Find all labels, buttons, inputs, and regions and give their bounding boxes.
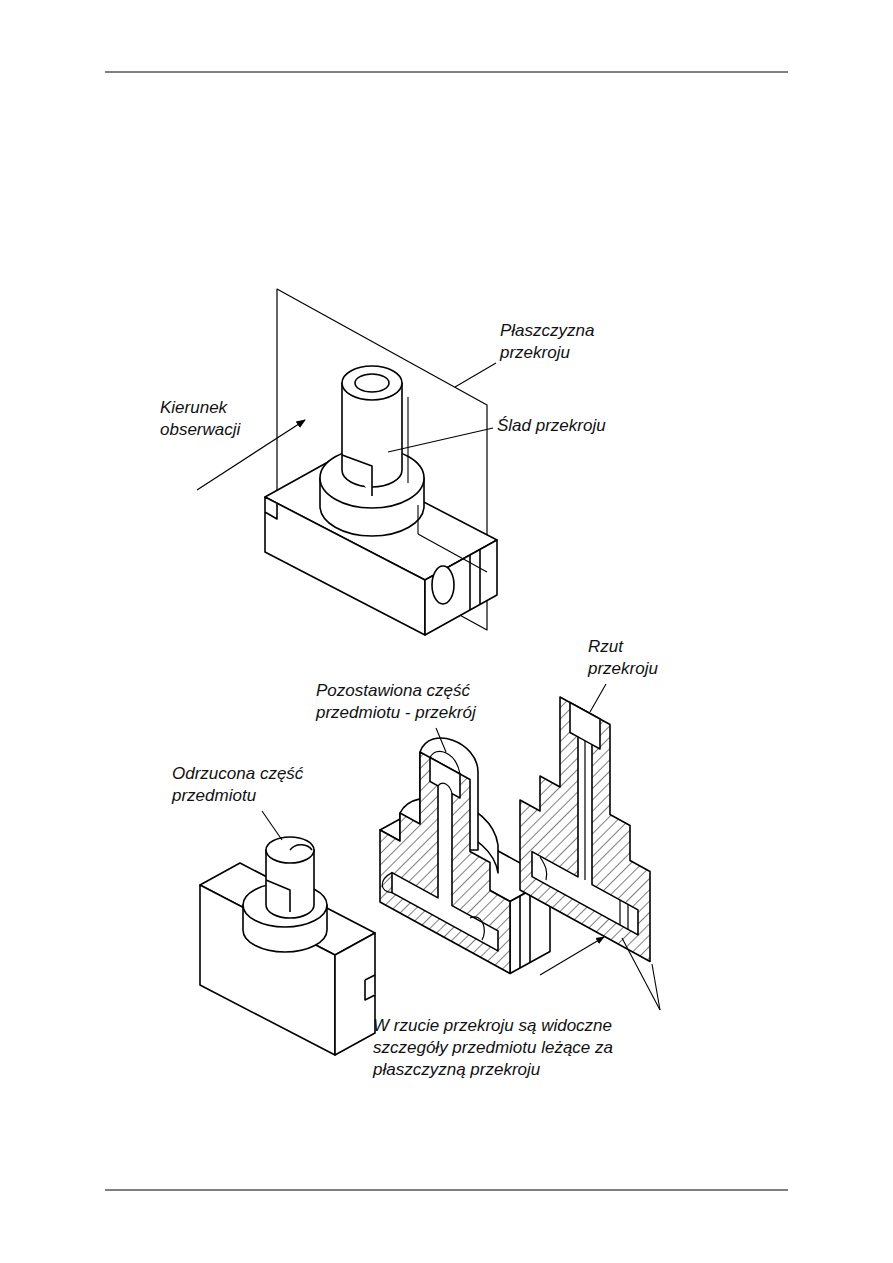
annotation-label: Odrzucona część przedmiotu — [172, 763, 312, 807]
annotation-label: Ślad przekroju — [497, 415, 647, 437]
footer-rule — [105, 1190, 788, 1191]
cut-bore — [392, 758, 498, 951]
annotation-label: Pozostawiona część przedmiotu - przekrój — [316, 680, 531, 724]
projection-bore — [532, 703, 638, 935]
cut-face-hatched — [380, 752, 510, 974]
whole-object — [265, 366, 497, 635]
section-projection — [520, 697, 650, 962]
header-rule — [105, 72, 788, 73]
leader-lines — [262, 363, 660, 1010]
annotation-label: W rzucie przekroju są widoczne szczegóły… — [373, 1015, 648, 1081]
bore-details — [382, 751, 484, 940]
discarded-part — [200, 837, 375, 1055]
annotation-label: Rzut przekroju — [588, 636, 678, 680]
section-trace — [408, 397, 487, 572]
annotation-label: Kierunek obserwacji — [160, 397, 260, 441]
annotation-label: Płaszczyzna przekroju — [500, 320, 612, 364]
details-behind-plane — [540, 737, 628, 930]
